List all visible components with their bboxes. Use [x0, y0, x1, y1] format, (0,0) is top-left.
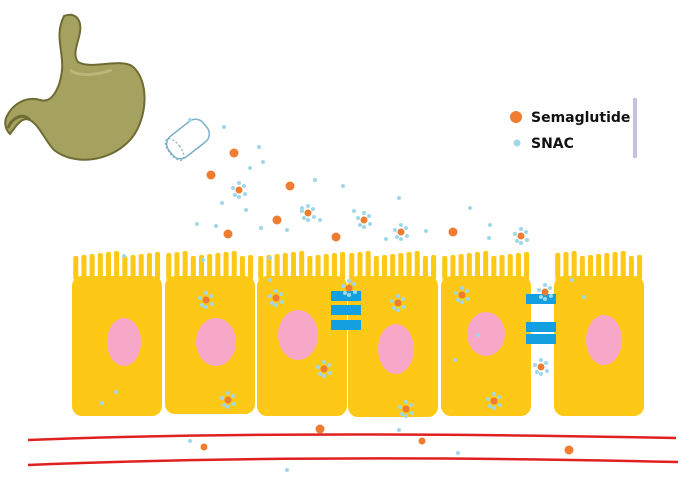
nucleus: [586, 315, 622, 365]
snac-molecule: [476, 333, 480, 337]
semaglutide-molecule: [272, 215, 282, 225]
snac-molecule: [453, 358, 457, 362]
nucleus: [467, 312, 505, 356]
semaglutide-snac-complex: [268, 289, 284, 307]
tight-junction-left: [331, 291, 361, 330]
snac-molecule: [397, 428, 401, 432]
semaglutide-molecule: [418, 437, 426, 445]
semaglutide-snac-complex: [300, 204, 316, 222]
semaglutide-molecule: [448, 227, 458, 237]
snac-molecule: [188, 118, 192, 122]
semaglutide-snac-complex: [390, 294, 406, 312]
epithelial-cell: [257, 251, 347, 416]
snac-molecule: [261, 160, 265, 164]
legend-snac-label: SNAC: [531, 136, 574, 152]
snac-molecule: [397, 196, 401, 200]
tablet-icon: [164, 118, 211, 161]
snac-molecule: [582, 295, 586, 299]
snac-molecule: [244, 208, 248, 212]
snac-molecule: [384, 237, 388, 241]
semaglutide-snac-complex: [198, 291, 214, 309]
epithelial-cell-layer: [72, 251, 644, 417]
snac-molecule: [100, 401, 104, 405]
epithelial-cell: [348, 251, 438, 417]
snac-molecule: [487, 236, 491, 240]
snac-molecule: [201, 258, 205, 262]
semaglutide-molecule: [229, 148, 239, 158]
snac-molecule: [268, 256, 272, 260]
snac-molecule: [248, 166, 252, 170]
snac-molecule: [300, 206, 304, 210]
legend-snac-marker: [513, 139, 521, 147]
semaglutide-snac-complex: [454, 286, 470, 304]
legend-semaglutide-marker: [510, 111, 522, 123]
semaglutide-molecule: [206, 170, 216, 180]
semaglutide-snac-complex: [513, 227, 529, 245]
snac-molecule: [268, 278, 272, 282]
nucleus: [378, 324, 414, 374]
legend-semaglutide-label: Semaglutide: [531, 110, 630, 126]
snac-molecule: [220, 201, 224, 205]
snac-molecule: [468, 206, 472, 210]
snac-molecule: [195, 222, 199, 226]
semaglutide-molecule: [315, 424, 325, 434]
snac-molecule: [424, 229, 428, 233]
stomach-icon: [4, 13, 146, 161]
snac-molecule: [188, 439, 192, 443]
semaglutide-snac-complex: [231, 181, 247, 199]
snac-molecule: [570, 278, 574, 282]
snac-molecule: [341, 184, 345, 188]
snac-molecule: [313, 178, 317, 182]
semaglutide-molecule: [285, 181, 295, 191]
semaglutide-snac-complex: [356, 211, 372, 229]
semaglutide-snac-complex: [341, 279, 357, 297]
epithelial-cell: [72, 251, 162, 416]
semaglutide-snac-complex: [220, 391, 236, 409]
molecule-layer: [100, 118, 586, 472]
snac-molecule: [257, 145, 261, 149]
semaglutide-molecule: [223, 229, 233, 239]
snac-molecule: [259, 226, 263, 230]
semaglutide-snac-complex: [398, 400, 414, 418]
snac-molecule: [456, 451, 460, 455]
nucleus: [107, 318, 141, 366]
legend: Semaglutide SNAC: [510, 98, 637, 158]
snac-molecule: [285, 228, 289, 232]
semaglutide-snac-complex: [533, 358, 549, 376]
snac-molecule: [114, 390, 118, 394]
semaglutide-snac-complex: [316, 360, 332, 378]
legend-divider: [633, 98, 637, 158]
snac-molecule: [318, 218, 322, 222]
snac-molecule: [222, 125, 226, 129]
snac-molecule: [214, 224, 218, 228]
semaglutide-snac-complex: [393, 223, 409, 241]
snac-molecule: [122, 254, 126, 258]
semaglutide-snac-complex: [537, 283, 553, 301]
semaglutide-molecule: [200, 443, 208, 451]
nucleus: [278, 310, 318, 360]
snac-molecule: [352, 209, 356, 213]
semaglutide-molecule: [564, 445, 574, 455]
semaglutide-molecule: [331, 232, 341, 242]
epithelial-cell: [165, 251, 255, 414]
snac-molecule: [488, 223, 492, 227]
epithelial-cell: [554, 251, 644, 416]
blood-vessel: [27, 433, 679, 467]
epithelial-cell: [441, 251, 531, 416]
semaglutide-snac-complex: [486, 392, 502, 410]
nucleus: [196, 318, 236, 366]
snac-molecule: [285, 468, 289, 472]
